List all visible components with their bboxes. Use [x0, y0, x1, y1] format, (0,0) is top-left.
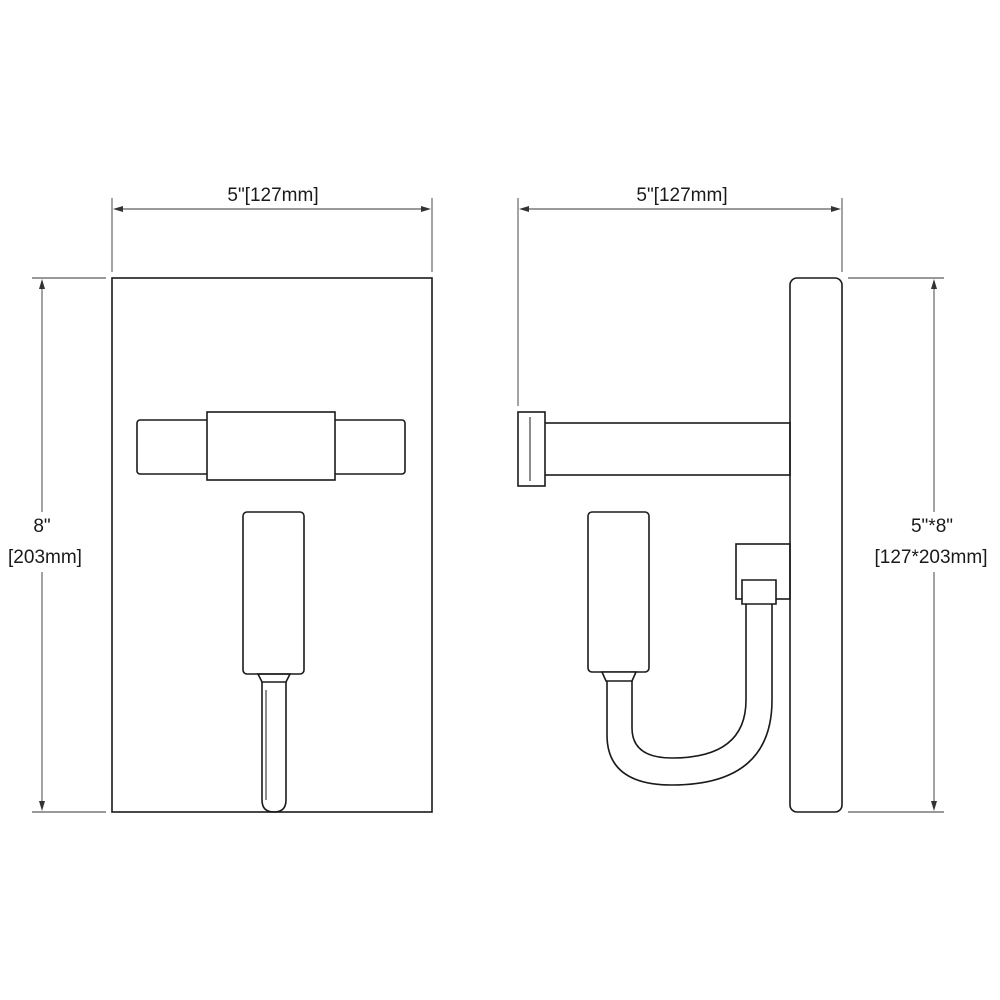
side-curved-stem-outer: [606, 580, 773, 786]
front-backplate: [111, 277, 433, 813]
side-height-dimension: 5"*8" [127*203mm]: [848, 277, 988, 813]
front-width-dimension: 5"[127mm]: [111, 185, 433, 272]
side-height-label-line2: [127*203mm]: [874, 547, 987, 568]
side-view: [517, 277, 843, 813]
front-height-dimension: 8" [203mm]: [8, 277, 106, 813]
side-stem-connector: [741, 579, 777, 605]
side-socket-collar: [600, 671, 638, 682]
front-view: [111, 277, 433, 813]
front-shade: [242, 511, 305, 675]
side-curved-stem-inner: [631, 580, 747, 759]
front-height-label-line2: [203mm]: [8, 547, 82, 568]
front-arm-left: [136, 419, 210, 475]
side-depth-dimension: 5"[127mm]: [517, 185, 843, 406]
front-center-block: [206, 411, 336, 481]
side-arm: [529, 422, 791, 476]
side-depth-label: 5"[127mm]: [636, 185, 727, 206]
side-backplate: [789, 277, 843, 813]
side-end-cap: [517, 411, 546, 487]
front-stem: [261, 682, 287, 813]
front-socket-collar: [256, 673, 292, 683]
side-shade: [587, 511, 650, 673]
front-width-label: 5"[127mm]: [227, 185, 318, 206]
front-arm-right: [332, 419, 406, 475]
side-height-label-line1: 5"*8": [911, 516, 953, 537]
front-height-label-line1: 8": [33, 516, 50, 537]
